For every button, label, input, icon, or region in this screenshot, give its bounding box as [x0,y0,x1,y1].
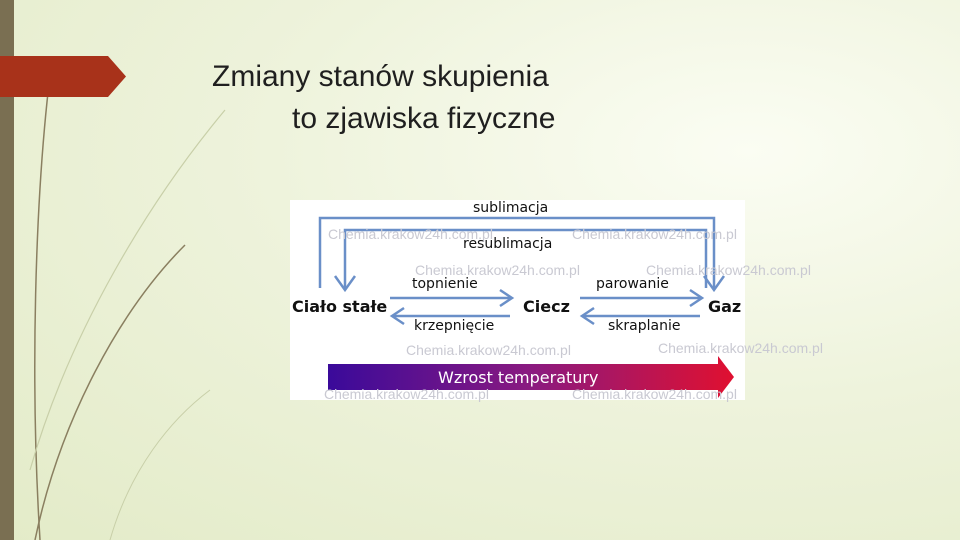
sublimation-label: sublimacja [473,200,548,216]
title-line-1: Zmiany stanów skupienia [212,56,555,98]
temperature-label: Wzrost temperatury [438,368,598,387]
watermark-text: Chemia.krakow24h.com.pl [406,342,571,358]
state-change-diagram: Chemia.krakow24h.com.pl Chemia.krakow24h… [290,200,745,400]
freezing-label: krzepnięcie [414,318,494,334]
resublimation-label: resublimacja [463,236,552,252]
watermark-text: Chemia.krakow24h.com.pl [572,226,737,242]
condensation-label: skraplanie [608,318,680,334]
accent-arrow-tab [0,56,126,97]
melting-label: topnienie [412,276,478,292]
watermark-text: Chemia.krakow24h.com.pl [324,386,489,402]
melting-arrow [390,290,512,306]
watermark-text: Chemia.krakow24h.com.pl [572,386,737,402]
state-gas: Gaz [708,297,741,316]
evaporation-label: parowanie [596,276,669,292]
evaporation-arrow [580,290,702,306]
state-liquid: Ciecz [523,297,570,316]
title-line-2: to zjawiska fizyczne [212,98,555,140]
slide-title: Zmiany stanów skupienia to zjawiska fizy… [212,56,555,140]
state-solid: Ciało stałe [292,297,387,316]
watermark-text: Chemia.krakow24h.com.pl [646,262,811,278]
watermark-text: Chemia.krakow24h.com.pl [658,340,823,356]
